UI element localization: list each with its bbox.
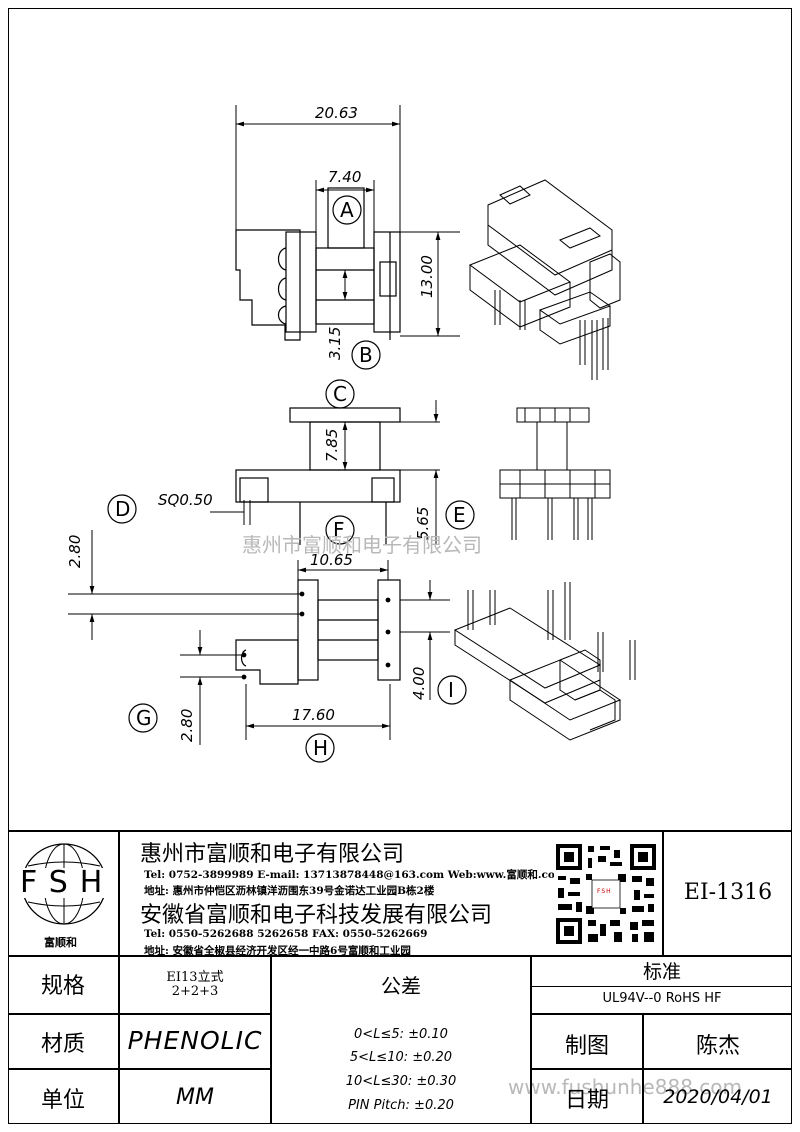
- standard-value: UL94V--0 RoHS HF: [602, 991, 722, 1006]
- dim-pitch-left: 2.80: [66, 535, 84, 568]
- tolerance-line-3: 10<L≤30: ±0.30: [345, 1074, 457, 1089]
- tb-label-divider: [118, 955, 120, 1124]
- svg-text:B: B: [359, 343, 373, 367]
- standard-label: 标准: [642, 961, 681, 983]
- tolerance-line-4: PIN Pitch: ±0.20: [348, 1098, 454, 1113]
- side-dim-lines: [210, 400, 440, 545]
- spec-value-2: 2+2+3: [171, 984, 219, 999]
- tolerance-line-1: 0<L≤5: ±0.10: [354, 1027, 448, 1042]
- dim-pin-size: SQ0.50: [158, 491, 213, 509]
- tolerance-label: 公差: [381, 974, 421, 998]
- side-view: [235, 407, 401, 545]
- part-number: EI-1316: [664, 880, 792, 905]
- unit-label: 单位: [40, 1088, 85, 1113]
- front-dim-lines: [235, 105, 460, 337]
- logo-caption: 富顺和: [44, 936, 77, 949]
- date-value: 2020/04/01: [663, 1086, 773, 1108]
- dim-height-side: 13.00: [418, 255, 436, 298]
- qr-code: [554, 842, 658, 946]
- svg-text:E: E: [453, 503, 466, 527]
- svg-text:C: C: [333, 382, 347, 406]
- tolerance-line-2: 5<L≤10: ±0.20: [349, 1050, 453, 1065]
- dim-pitch-right: 4.00: [410, 667, 428, 700]
- dim-height-mid: 7.85: [323, 429, 341, 462]
- svg-text:I: I: [448, 678, 454, 702]
- bottom-dim-lines: [68, 530, 450, 745]
- material-value: PHENOLIC: [127, 1026, 263, 1055]
- label-g: G: [128, 703, 158, 733]
- svg-text:G: G: [136, 706, 152, 730]
- company2-name: 安徽省富顺和电子科技发展有限公司: [140, 903, 493, 928]
- dim-width-top: 7.40: [328, 168, 361, 186]
- tb-row2-line-right: [530, 1013, 792, 1015]
- isometric-top: [468, 179, 621, 380]
- dim-width-overall: 20.63: [315, 104, 358, 122]
- spec-label: 规格: [40, 974, 85, 999]
- tb-value-divider: [270, 955, 272, 1124]
- company2-contact: Tel: 0550-5262688 5262658 FAX: 0550-5262…: [144, 928, 428, 940]
- tb-row2-line-left: [8, 1013, 270, 1015]
- unit-value: MM: [176, 1085, 214, 1110]
- dim-inner-width: 10.65: [310, 551, 353, 569]
- svg-text:H: H: [313, 736, 328, 760]
- tb-row1-line: [8, 955, 792, 957]
- label-b: B: [351, 340, 381, 370]
- label-e: E: [445, 500, 475, 530]
- drawing-frame: [8, 8, 792, 1124]
- label-c: C: [325, 379, 355, 409]
- dim-pin-length: 5.65: [414, 507, 432, 540]
- isometric-side: [499, 407, 611, 540]
- label-i: I: [437, 675, 467, 705]
- company1-name: 惠州市富顺和电子有限公司: [140, 842, 405, 867]
- label-f: F: [325, 515, 355, 545]
- tb-row3-line-right: [530, 1068, 792, 1070]
- svg-text:D: D: [115, 497, 130, 521]
- company1-address: 地址: 惠州市仲恺区沥林镇洋沥围东39号金诺达工业园B栋2楼: [144, 885, 435, 897]
- tb-logo-divider: [118, 830, 120, 955]
- dim-pitch-bottom: 2.80: [178, 709, 196, 742]
- company1-contact: Tel: 0752-3899989 E-mail: 13713878448@16…: [144, 869, 566, 881]
- bottom-view: [235, 579, 401, 685]
- label-a: A: [332, 195, 362, 225]
- tb-tol-divider: [530, 955, 532, 1124]
- spec-value-1: EI13立式: [166, 970, 224, 985]
- label-h: H: [305, 733, 335, 763]
- tb-top-line: [8, 830, 792, 832]
- drawn-label: 制图: [564, 1034, 609, 1059]
- front-view: [235, 187, 401, 341]
- svg-text:F: F: [333, 518, 345, 542]
- watermark-website: www.fushunhe888.com: [508, 1075, 742, 1099]
- tb-drawn-divider: [642, 1013, 644, 1124]
- isometric-bottom: [453, 582, 636, 741]
- dim-gap: 3.15: [326, 327, 344, 360]
- qr-label: FSH: [597, 888, 612, 895]
- drawn-value: 陈杰: [695, 1034, 740, 1059]
- tb-row3-line-left: [8, 1068, 270, 1070]
- tb-std-line: [530, 986, 792, 987]
- svg-text:A: A: [340, 198, 354, 222]
- dim-base-width: 17.60: [292, 706, 335, 724]
- company2-address: 地址: 安徽省全椒县经济开发区经一中路6号富顺和工业园: [144, 945, 411, 957]
- logo-text: FSH: [20, 865, 115, 900]
- part-number-text: EI-1316: [683, 880, 773, 905]
- label-d: D: [107, 494, 137, 524]
- tb-part-divider: [662, 830, 664, 955]
- watermark-company: 惠州市富顺和电子有限公司: [242, 533, 482, 557]
- material-label: 材质: [40, 1032, 85, 1057]
- date-label: 日期: [564, 1088, 609, 1113]
